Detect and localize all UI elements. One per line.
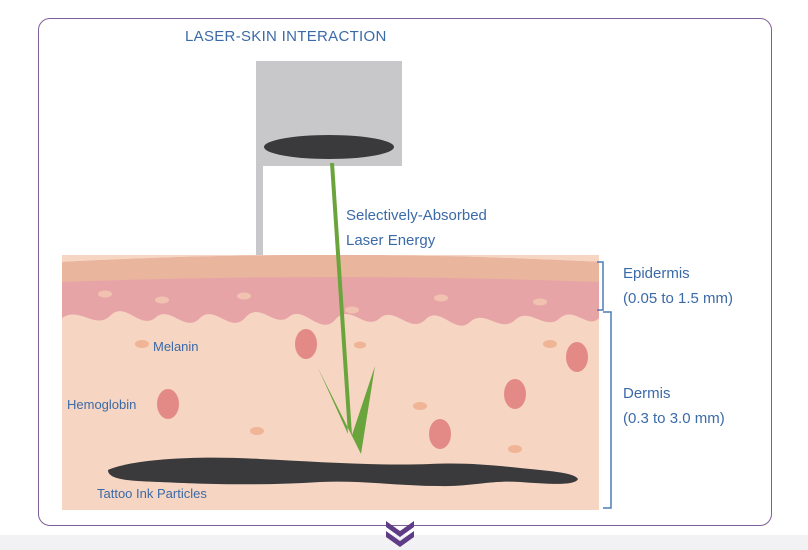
dermis-label: Dermis [623, 385, 671, 402]
epidermis-surface-layer [62, 255, 599, 282]
dermis-range: (0.3 to 3.0 mm) [623, 410, 725, 427]
laser-beam-arrow [318, 163, 375, 454]
hemoglobin-cell [295, 329, 317, 359]
hemoglobin-label: Hemoglobin [67, 397, 137, 412]
melanin-granule [98, 290, 112, 298]
device-handle [256, 140, 263, 265]
melanin-label: Melanin [153, 339, 199, 354]
laser-lens [264, 135, 394, 159]
epidermis-bracket [597, 261, 604, 311]
melanin-granule [508, 445, 522, 453]
melanin-granule [354, 341, 366, 349]
hemoglobin-cell [504, 379, 526, 409]
diagram-title: LASER-SKIN INTERACTION [185, 28, 387, 45]
melanin-granule [533, 298, 547, 306]
melanin-granule [155, 296, 169, 304]
double-chevron-down-icon[interactable] [383, 519, 417, 549]
tattoo-ink-label: Tattoo Ink Particles [97, 486, 207, 501]
melanin-granule [413, 402, 427, 410]
melanin-granule [135, 340, 149, 348]
melanin-granule [250, 427, 264, 435]
epidermis-label: Epidermis [623, 265, 690, 282]
melanin-granule [434, 294, 448, 302]
hemoglobin-cell [566, 342, 588, 372]
dermis-bracket [603, 311, 612, 509]
melanin-granule [237, 292, 251, 300]
hemoglobin-cell [429, 419, 451, 449]
melanin-granule [543, 340, 557, 348]
epidermis-range: (0.05 to 1.5 mm) [623, 290, 734, 307]
laser-energy-label-line2: Laser Energy [346, 232, 436, 249]
melanin-granule [345, 306, 359, 314]
laser-energy-label-line1: Selectively-Absorbed [346, 207, 487, 224]
hemoglobin-cell [157, 389, 179, 419]
tattoo-ink-particles [108, 457, 578, 487]
